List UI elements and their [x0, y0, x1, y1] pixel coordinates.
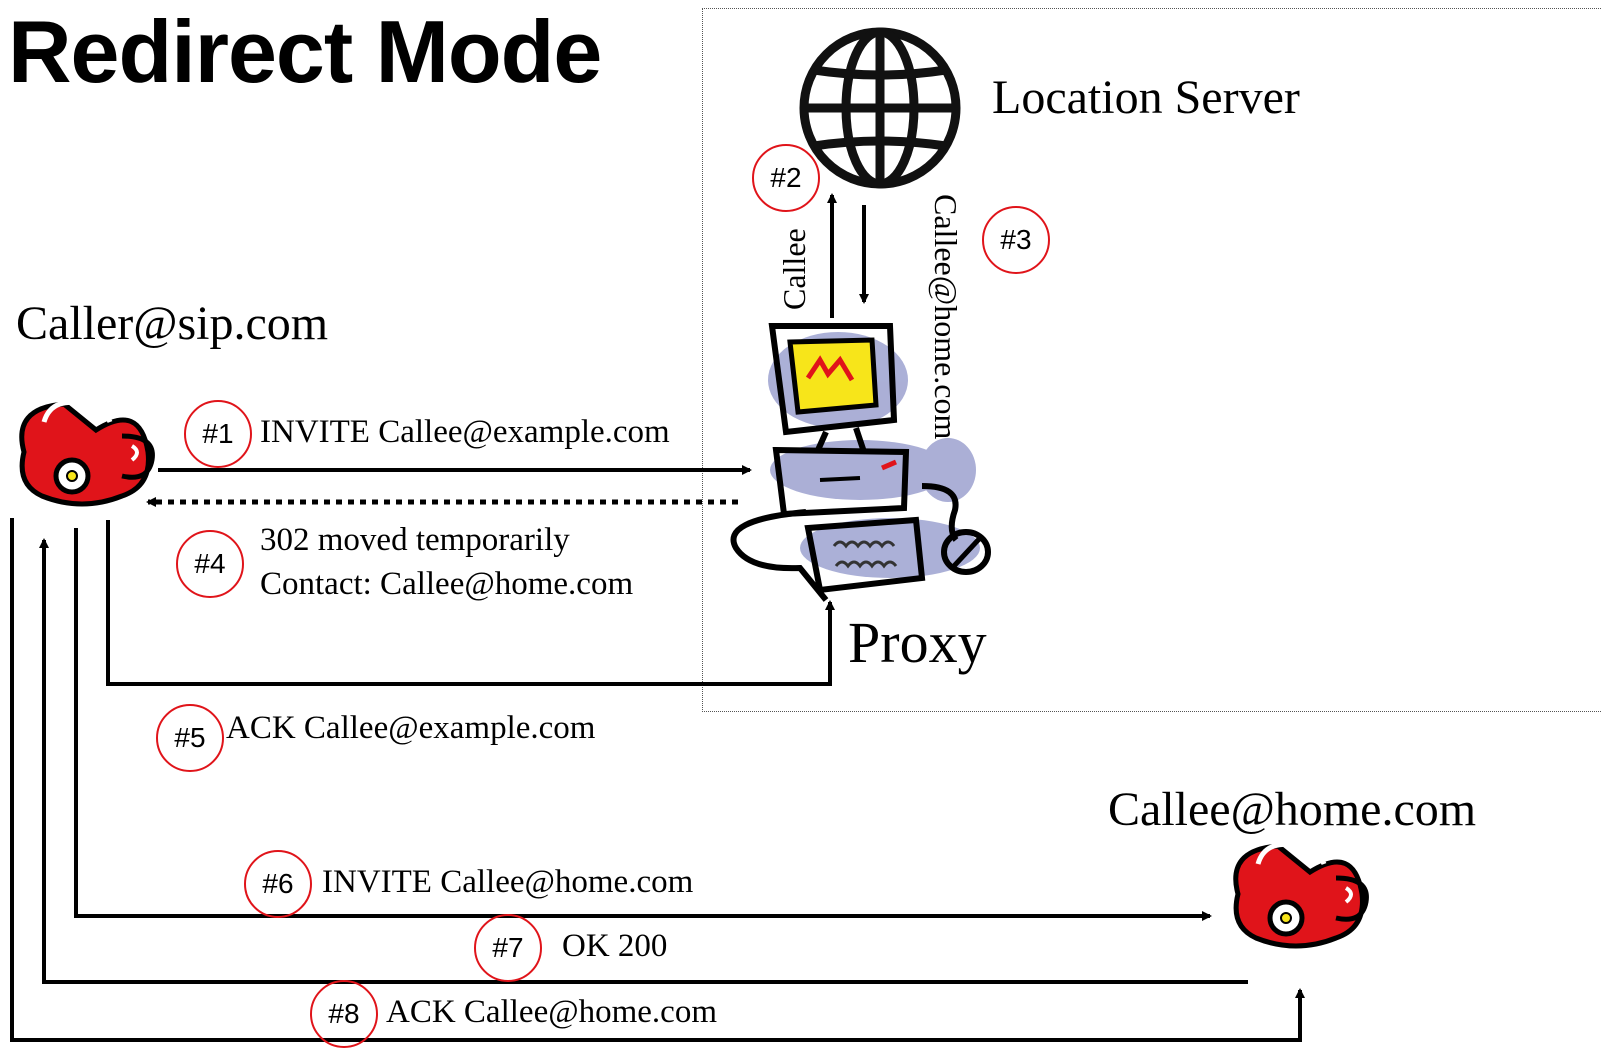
step-label-4b: Contact: Callee@home.com: [260, 566, 634, 602]
location-server-label: Location Server: [992, 71, 1300, 124]
step-label-5: ACK Callee@example.com: [226, 710, 596, 746]
arrow-ack-8: [10, 518, 1305, 1042]
location-server-region: [702, 8, 1601, 712]
step-badge-1: #1: [184, 400, 252, 468]
telephone-icon: [1233, 841, 1369, 949]
step-label-8: ACK Callee@home.com: [386, 994, 717, 1030]
arrow-invite-6: [74, 528, 1212, 921]
proxy-label: Proxy: [848, 610, 987, 675]
step-badge-2: #2: [752, 144, 820, 212]
arrow-ok-7: [39, 538, 1248, 984]
telephone-icon: [19, 399, 155, 507]
globe-icon: [799, 27, 961, 189]
page-title: Redirect Mode: [8, 2, 602, 101]
step-badge-5: #5: [156, 704, 224, 772]
computer-icon: [730, 323, 991, 602]
step-badge-6: #6: [244, 850, 312, 918]
step-label-6: INVITE Callee@home.com: [322, 864, 694, 900]
step-label-7: OK 200: [562, 928, 668, 964]
callee-host-label: Callee@home.com: [1108, 783, 1477, 836]
step-badge-7: #7: [474, 914, 542, 982]
step-badge-4: #4: [176, 530, 244, 598]
arrow-ack-5: [106, 520, 835, 686]
step-label-1: INVITE Callee@example.com: [260, 414, 670, 450]
step-label-3: Callee@home.com: [928, 194, 964, 440]
step-badge-3: #3: [982, 206, 1050, 274]
caller-label: Caller@sip.com: [16, 297, 329, 350]
step-label-2: Callee: [776, 228, 812, 310]
step-badge-8: #8: [310, 980, 378, 1048]
step-label-4a: 302 moved temporarily: [260, 522, 570, 558]
